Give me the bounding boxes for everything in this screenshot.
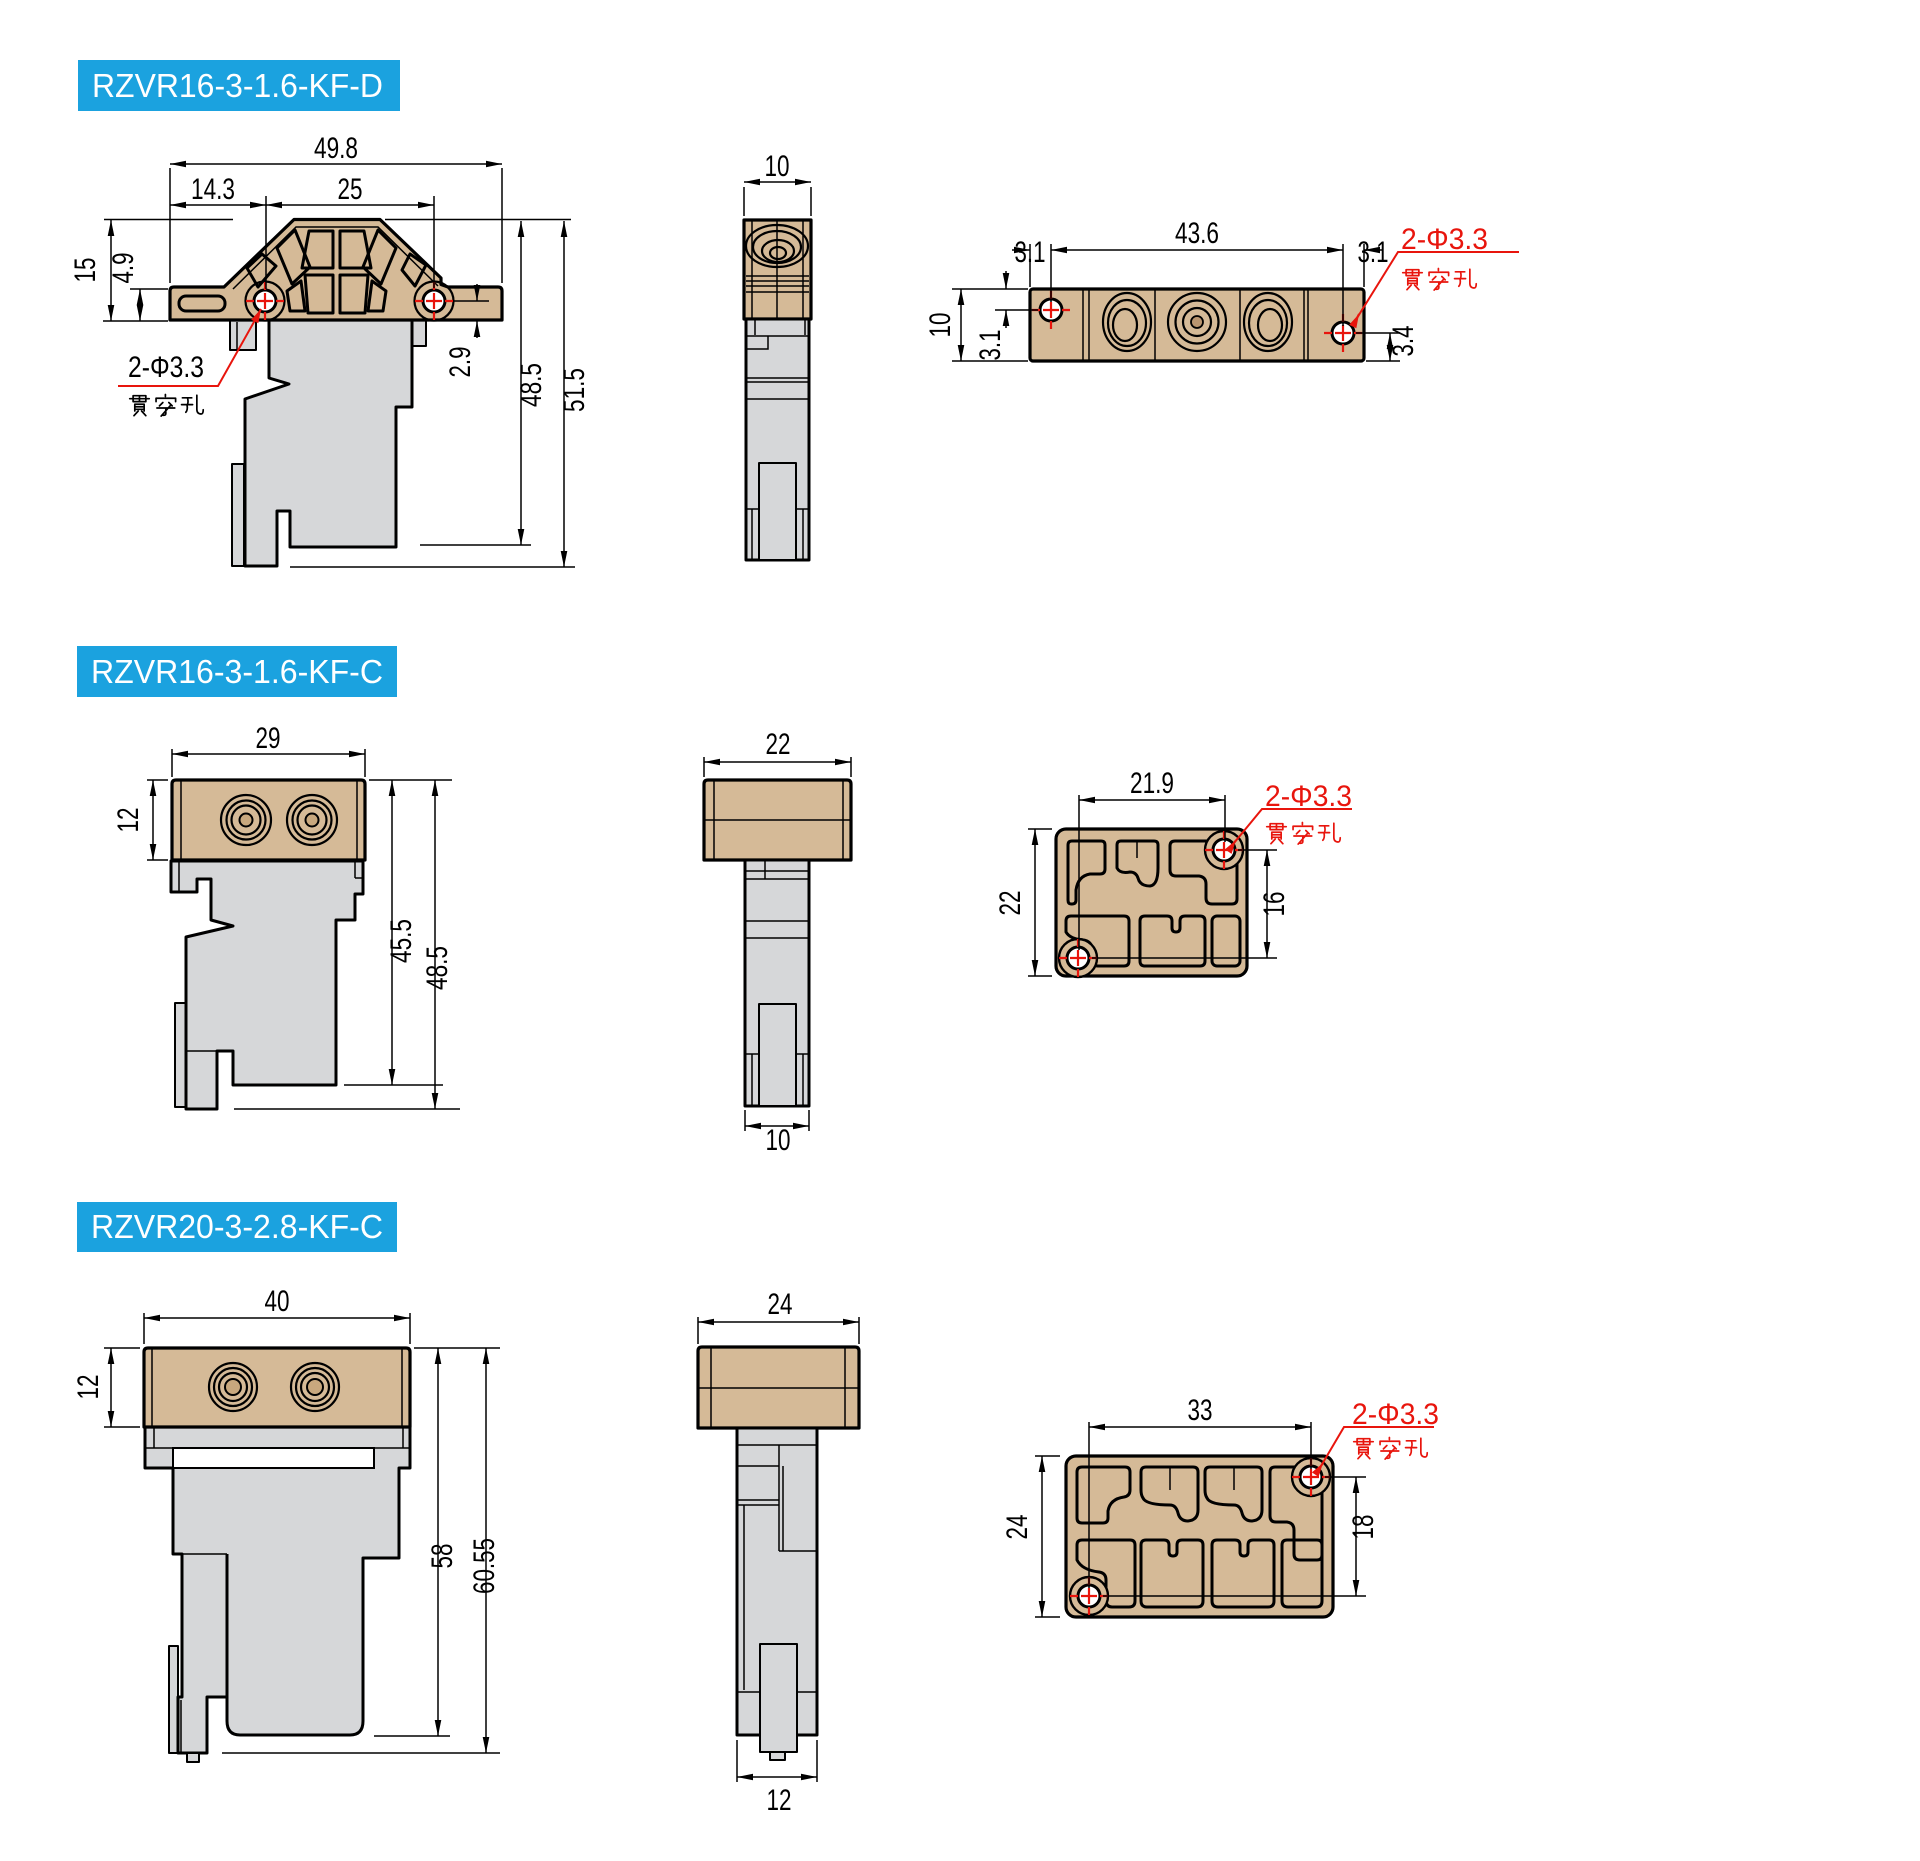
svg-text:14.3: 14.3	[191, 173, 235, 206]
svg-text:22: 22	[766, 728, 791, 761]
svg-text:2.9: 2.9	[444, 347, 477, 378]
svg-text:22: 22	[994, 891, 1027, 916]
svg-text:3.1: 3.1	[1015, 236, 1046, 269]
svg-text:24: 24	[768, 1288, 793, 1321]
svg-text:RZVR16-3-1.6-KF-C: RZVR16-3-1.6-KF-C	[91, 653, 383, 690]
svg-text:2-Φ3.3: 2-Φ3.3	[1352, 1398, 1439, 1431]
svg-text:18: 18	[1347, 1515, 1380, 1540]
svg-text:45.5: 45.5	[385, 919, 418, 963]
svg-text:2-Φ3.3: 2-Φ3.3	[1265, 780, 1352, 813]
svg-text:10: 10	[765, 150, 790, 183]
svg-text:3.1: 3.1	[974, 330, 1007, 361]
svg-text:24: 24	[1001, 1515, 1034, 1540]
svg-text:51.5: 51.5	[558, 368, 591, 412]
svg-text:RZVR16-3-1.6-KF-D: RZVR16-3-1.6-KF-D	[92, 67, 383, 104]
svg-text:58: 58	[426, 1544, 459, 1569]
svg-text:12: 12	[72, 1375, 105, 1400]
svg-text:3.1: 3.1	[1358, 236, 1389, 269]
svg-text:33: 33	[1188, 1394, 1213, 1427]
svg-text:12: 12	[112, 808, 145, 833]
svg-text:43.6: 43.6	[1175, 217, 1219, 250]
svg-text:RZVR20-3-2.8-KF-C: RZVR20-3-2.8-KF-C	[91, 1208, 383, 1245]
svg-text:3.4: 3.4	[1387, 326, 1420, 357]
svg-text:10: 10	[924, 313, 957, 338]
svg-text:16: 16	[1258, 892, 1291, 917]
svg-text:49.8: 49.8	[314, 132, 358, 165]
svg-text:12: 12	[767, 1784, 792, 1817]
svg-text:29: 29	[256, 722, 281, 755]
svg-text:21.9: 21.9	[1130, 767, 1174, 800]
svg-text:15: 15	[69, 258, 102, 283]
svg-text:60.55: 60.55	[468, 1538, 501, 1594]
svg-text:48.5: 48.5	[515, 363, 548, 407]
svg-text:40: 40	[265, 1285, 290, 1318]
svg-text:2-Φ3.3: 2-Φ3.3	[1401, 223, 1488, 256]
svg-text:4.9: 4.9	[107, 253, 140, 284]
svg-text:10: 10	[766, 1124, 791, 1157]
svg-text:48.5: 48.5	[421, 946, 454, 990]
svg-text:2-Φ3.3: 2-Φ3.3	[128, 351, 204, 384]
svg-text:25: 25	[338, 173, 363, 206]
